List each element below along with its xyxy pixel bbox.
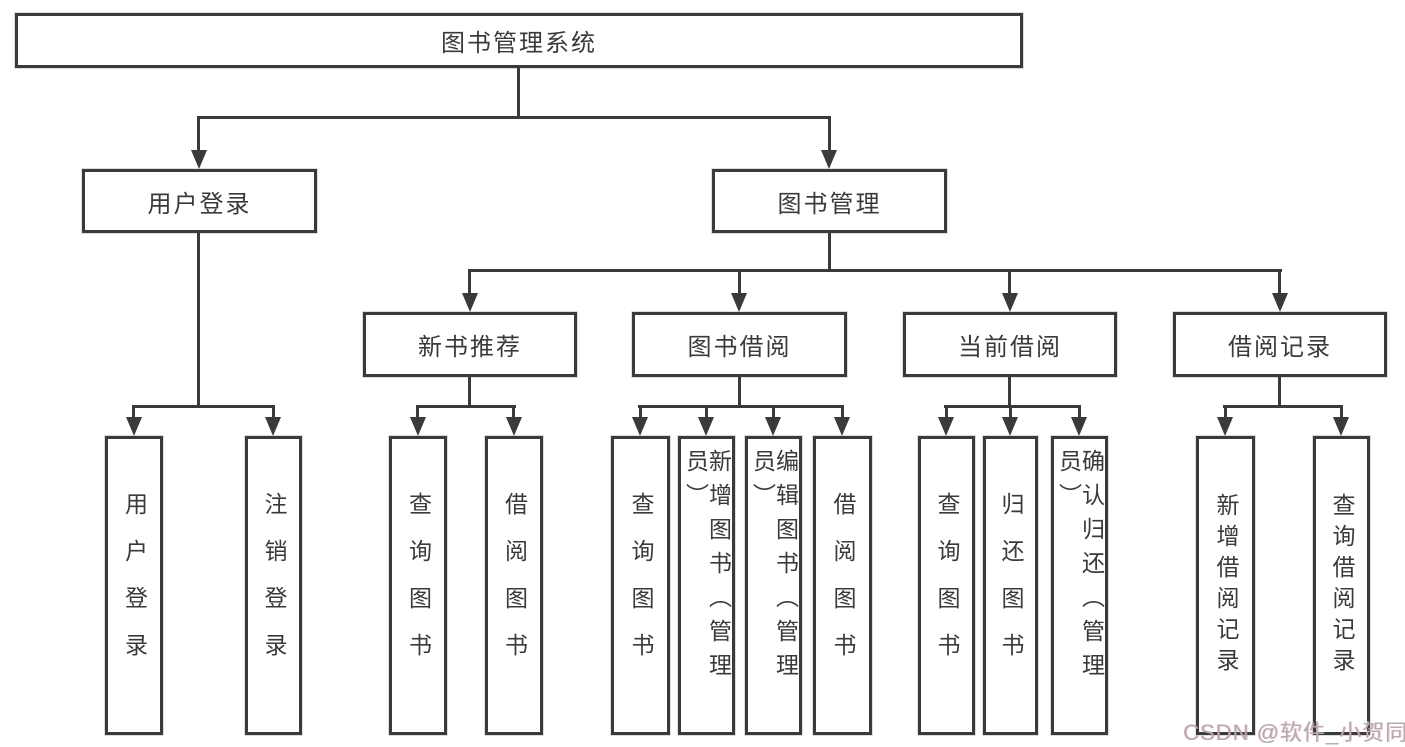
arrow-s2 — [1002, 293, 1018, 312]
leaf-records-query-label: 查询借阅记录 — [1329, 492, 1355, 679]
section-new-books-label: 新书推荐 — [418, 334, 522, 361]
leaf-newbooks-borrow-box: 借阅图书 — [485, 436, 543, 735]
leaf-current-query-box: 查询图书 — [918, 436, 975, 735]
leaf-borrow-book-box: 借阅图书 — [813, 436, 872, 735]
connector-g5-hbar — [1223, 405, 1343, 408]
leaf-borrow-book-label: 借阅图书 — [830, 491, 856, 680]
leaf-borrow-query-label: 查询图书 — [628, 491, 654, 680]
root-box: 图书管理系统 — [15, 13, 1023, 68]
arrow-g3-c3 — [834, 417, 850, 436]
section-new-books-box: 新书推荐 — [363, 312, 577, 377]
connector-root-hbar — [197, 116, 831, 119]
leaf-current-query-label: 查询图书 — [934, 491, 960, 680]
connector-g2-hbar — [416, 405, 516, 408]
leaf-user-login-box: 用户登录 — [105, 436, 163, 735]
connector-g3-c1-stem — [705, 405, 708, 422]
root-label: 图书管理系统 — [441, 30, 597, 57]
connector-root-stem — [517, 68, 520, 118]
leaf-current-confirm-admin-box: 确认归还（管理员） — [1051, 436, 1108, 735]
leaf-current-return-box: 归还图书 — [983, 436, 1038, 735]
connector-g4-c2-stem — [1078, 405, 1081, 422]
leaf-borrow-add-admin-label: 新增图书（管理员） — [682, 449, 732, 687]
arrow-g1-c0 — [126, 417, 142, 436]
leaf-newbooks-borrow-label: 借阅图书 — [501, 491, 528, 680]
connector-user-login-stem — [197, 116, 200, 154]
connector-g3-c2-stem — [772, 405, 775, 422]
arrow-g2-c1 — [506, 417, 522, 436]
section-book-borrow-label: 图书借阅 — [687, 334, 792, 361]
arrow-g3-c1 — [698, 417, 714, 436]
leaf-current-confirm-admin-label: 确认归还（管理员） — [1055, 449, 1105, 687]
connector-g3-hbar — [638, 405, 844, 408]
connector-g4-stem — [1008, 377, 1011, 408]
leaf-newbooks-query-label: 查询图书 — [405, 491, 432, 680]
section-current-borrow-box: 当前借阅 — [903, 312, 1117, 377]
connector-g5-c0-stem — [1224, 405, 1227, 422]
connector-sections-stem — [828, 232, 831, 272]
connector-g1-hbar — [132, 405, 275, 408]
connector-g1-c0-stem — [132, 405, 135, 422]
arrow-g1-c1 — [265, 417, 281, 436]
connector-g2-c1-stem — [512, 405, 515, 422]
arrow-g5-c1 — [1333, 417, 1349, 436]
connector-g3-c3-stem — [841, 405, 844, 422]
connector-s3-stem — [1278, 269, 1281, 297]
connector-g1-c1-stem — [272, 405, 275, 422]
arrow-s0 — [462, 293, 478, 312]
arrow-book-mgmt — [821, 150, 837, 169]
section-borrow-records-box: 借阅记录 — [1173, 312, 1387, 377]
leaf-borrow-add-admin-box: 新增图书（管理员） — [678, 436, 735, 735]
arrow-g3-c2 — [765, 417, 781, 436]
connector-g2-c0-stem — [416, 405, 419, 422]
connector-g3-stem — [738, 377, 741, 408]
connector-g4-c0-stem — [945, 405, 948, 422]
connector-sections-hbar — [468, 269, 1282, 272]
leaf-borrow-edit-admin-box: 编辑图书（管理员） — [745, 436, 802, 735]
leaf-records-add-box: 新增借阅记录 — [1196, 436, 1255, 735]
branch-book-mgmt-label: 图书管理 — [777, 190, 882, 218]
connector-s1-stem — [738, 269, 741, 297]
connector-s0-stem — [468, 269, 471, 297]
section-current-borrow-label: 当前借阅 — [958, 334, 1062, 361]
connector-g3-c0-stem — [639, 405, 642, 422]
arrow-s1 — [731, 293, 747, 312]
arrow-user-login — [191, 150, 207, 169]
connector-book-mgmt-stem — [828, 116, 831, 154]
connector-g4-hbar — [944, 405, 1081, 408]
connector-g1-stem — [197, 232, 200, 408]
connector-g5-stem — [1278, 377, 1281, 408]
leaf-newbooks-query-box: 查询图书 — [389, 436, 447, 735]
leaf-records-query-box: 查询借阅记录 — [1313, 436, 1370, 735]
branch-user-login-box: 用户登录 — [82, 169, 317, 233]
leaf-logout-label: 注销登录 — [261, 491, 287, 680]
arrow-s3 — [1272, 293, 1288, 312]
connector-g2-stem — [468, 377, 471, 408]
connector-g5-c1-stem — [1340, 405, 1343, 422]
arrow-g4-c1 — [1002, 417, 1018, 436]
connector-g4-c1-stem — [1009, 405, 1012, 422]
section-borrow-records-label: 借阅记录 — [1228, 334, 1332, 361]
leaf-logout-box: 注销登录 — [245, 436, 302, 735]
csdn-watermark: CSDN @软件_小贺同学 — [1183, 720, 1405, 745]
arrow-g3-c0 — [632, 417, 648, 436]
branch-user-login-label: 用户登录 — [147, 190, 252, 218]
leaf-records-add-label: 新增借阅记录 — [1213, 492, 1239, 679]
section-book-borrow-box: 图书借阅 — [632, 312, 847, 377]
connector-s2-stem — [1008, 269, 1011, 297]
branch-book-mgmt-box: 图书管理 — [712, 169, 947, 233]
arrow-g4-c0 — [938, 417, 954, 436]
arrow-g4-c2 — [1071, 417, 1087, 436]
leaf-borrow-query-box: 查询图书 — [611, 436, 670, 735]
leaf-borrow-edit-admin-label: 编辑图书（管理员） — [749, 449, 799, 687]
leaf-user-login-label: 用户登录 — [121, 491, 148, 680]
leaf-current-return-label: 归还图书 — [998, 491, 1024, 680]
arrow-g2-c0 — [410, 417, 426, 436]
arrow-g5-c0 — [1217, 417, 1233, 436]
